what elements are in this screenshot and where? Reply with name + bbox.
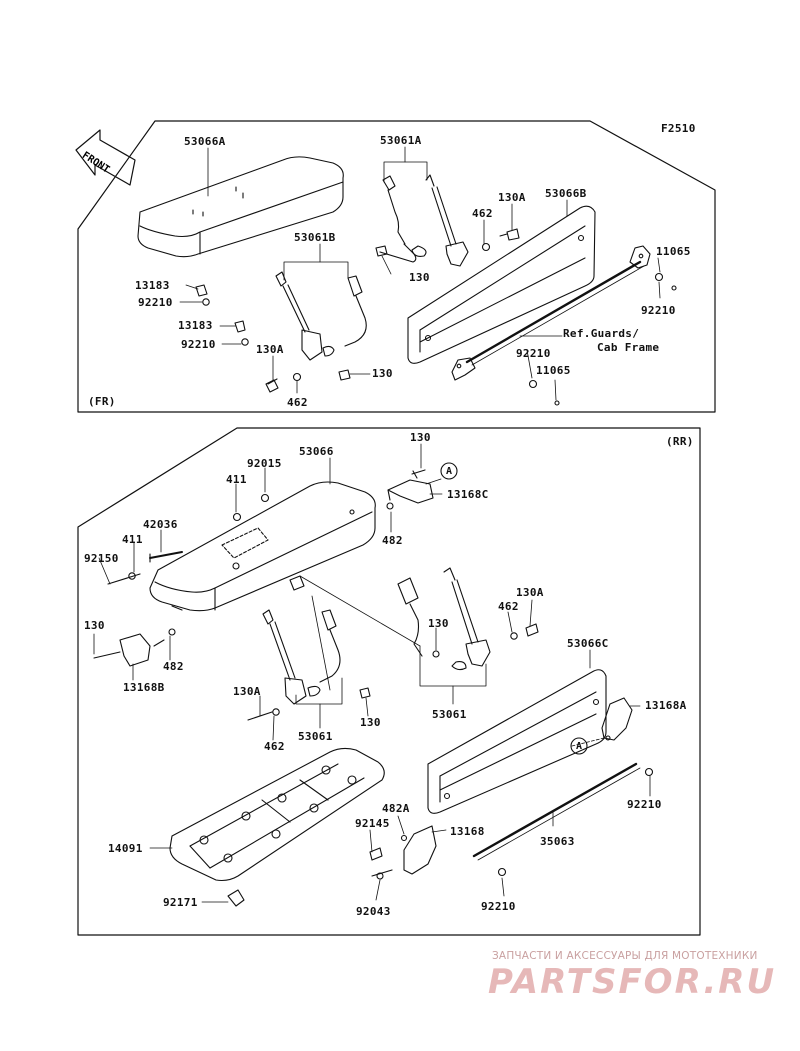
guard-bar-top xyxy=(451,245,651,381)
rr-panel-frame xyxy=(77,427,701,936)
bracket-13168C xyxy=(386,469,434,510)
part-label-130: 130 xyxy=(84,619,105,632)
callout-a-label-2: A xyxy=(576,741,583,752)
part-label-130A: 130A xyxy=(233,685,261,698)
seat-53066 xyxy=(149,481,376,612)
part-label-92210: 92210 xyxy=(641,304,676,317)
part-label-482: 482 xyxy=(163,660,184,673)
callout-a-1 xyxy=(440,462,458,480)
bracket-13168B xyxy=(93,628,176,667)
part-label-130A: 130A xyxy=(498,191,526,204)
seatbelt-rr-left xyxy=(247,575,371,721)
fasteners-top xyxy=(195,228,677,406)
bracket-13168 xyxy=(369,825,437,880)
part-label-92210: 92210 xyxy=(138,296,173,309)
ref-note-line1: Ref.Guards/ xyxy=(563,327,640,340)
part-label-130: 130 xyxy=(428,617,449,630)
seatbelt-rr-right xyxy=(397,567,539,671)
part-label-13183: 13183 xyxy=(135,279,170,292)
part-label-92210: 92210 xyxy=(481,900,516,913)
part-label-411: 411 xyxy=(122,533,143,546)
seatbelt-53061B xyxy=(275,271,367,361)
guard-bar-35063 xyxy=(472,762,654,877)
part-label-411: 411 xyxy=(226,473,247,486)
callout-a-label-1: A xyxy=(446,466,453,477)
watermark-logo: PARTSFOR.RU xyxy=(488,962,777,1002)
backrest-53066B xyxy=(407,205,596,364)
part-label-53066A: 53066A xyxy=(184,135,226,148)
part-label-13168B: 13168B xyxy=(123,681,165,694)
watermark-caption: ЗАПЧАСТИ И АКСЕССУАРЫ ДЛЯ МОТОТЕХНИКИ xyxy=(492,950,758,962)
part-label-11065: 11065 xyxy=(656,245,691,258)
backrest-53066C xyxy=(427,669,607,814)
part-label-53066: 53066 xyxy=(299,445,334,458)
part-label-462: 462 xyxy=(472,207,493,220)
part-label-92210: 92210 xyxy=(516,347,551,360)
ref-note-line2: Cab Frame xyxy=(597,341,660,354)
part-label-462: 462 xyxy=(287,396,308,409)
fasteners-rr-left xyxy=(107,493,270,585)
part-label-13168C: 13168C xyxy=(447,488,489,501)
part-label-92210: 92210 xyxy=(181,338,216,351)
bracket-13168A xyxy=(601,697,633,741)
part-label-462: 462 xyxy=(264,740,285,753)
part-label-53066C: 53066C xyxy=(567,637,609,650)
part-label-130: 130 xyxy=(372,367,393,380)
part-label-482: 482 xyxy=(382,534,403,547)
part-label-130A: 130A xyxy=(516,586,544,599)
seatbelt-53061A xyxy=(379,174,469,267)
part-label-42036: 42036 xyxy=(143,518,178,531)
part-label-92145: 92145 xyxy=(355,817,390,830)
section-label-rr: (RR) xyxy=(666,435,694,448)
seat-cushion-53066A xyxy=(137,156,344,258)
part-label-53061B: 53061B xyxy=(294,231,336,244)
part-label-92171: 92171 xyxy=(163,896,198,909)
part-label-13168A: 13168A xyxy=(645,699,687,712)
fr-panel-frame xyxy=(77,120,716,413)
part-label-13168: 13168 xyxy=(450,825,485,838)
part-label-462: 462 xyxy=(498,600,519,613)
figure-code: F2510 xyxy=(661,122,696,135)
part-label-13183: 13183 xyxy=(178,319,213,332)
front-arrow-icon xyxy=(75,129,136,186)
part-label-130: 130 xyxy=(360,716,381,729)
leader-lines-top xyxy=(179,146,661,401)
part-label-130: 130 xyxy=(409,271,430,284)
leader-lines-rr xyxy=(93,443,651,903)
part-label-53061A: 53061A xyxy=(380,134,422,147)
part-label-14091: 14091 xyxy=(108,842,143,855)
section-label-fr: (FR) xyxy=(88,395,116,408)
floor-mat-14091 xyxy=(169,747,385,907)
part-label-92043: 92043 xyxy=(356,905,391,918)
part-label-130A: 130A xyxy=(256,343,284,356)
part-label-35063: 35063 xyxy=(540,835,575,848)
part-label-53066B: 53066B xyxy=(545,187,587,200)
part-label-92015: 92015 xyxy=(247,457,282,470)
part-label-11065: 11065 xyxy=(536,364,571,377)
part-label-92210: 92210 xyxy=(627,798,662,811)
part-label-53061: 53061 xyxy=(298,730,333,743)
part-label-92150: 92150 xyxy=(84,552,119,565)
part-label-482A: 482A xyxy=(382,802,410,815)
part-label-130: 130 xyxy=(410,431,431,444)
callout-a-2 xyxy=(570,737,588,755)
part-label-53061: 53061 xyxy=(432,708,467,721)
